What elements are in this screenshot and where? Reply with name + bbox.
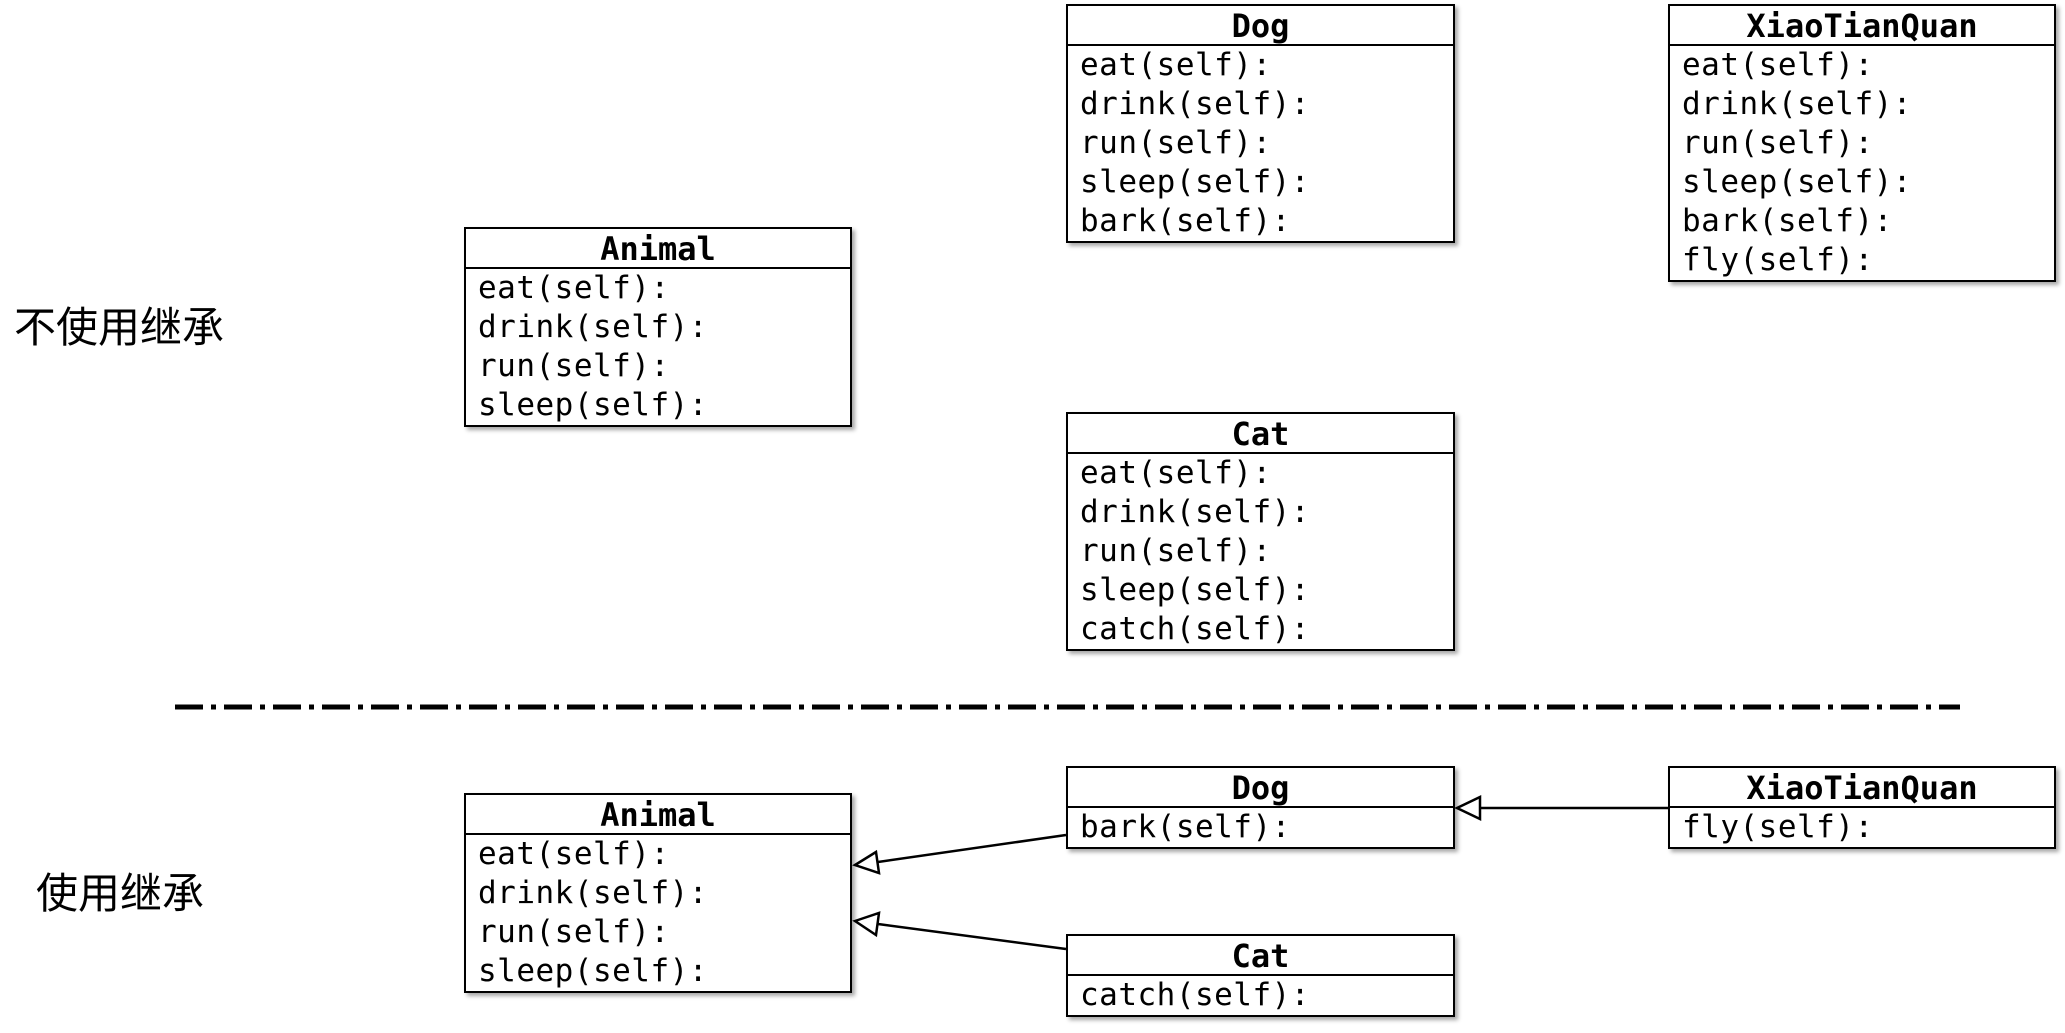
class-name: XiaoTianQuan xyxy=(1670,768,2054,808)
class-cat-top: Cat eat(self): drink(self): run(self): s… xyxy=(1066,412,1455,651)
method: run(self): xyxy=(1080,533,1272,569)
method: catch(self): xyxy=(1080,611,1310,647)
method: catch(self): xyxy=(1080,977,1310,1013)
method: eat(self): xyxy=(1080,47,1272,83)
method: drink(self): xyxy=(478,875,708,911)
method: run(self): xyxy=(1682,125,1874,161)
method-list: eat(self): drink(self): run(self): sleep… xyxy=(1068,46,1453,241)
method-list: eat(self): drink(self): run(self): sleep… xyxy=(466,269,850,425)
class-dog-bottom: Dog bark(self): xyxy=(1066,766,1455,849)
method: drink(self): xyxy=(1682,86,1912,122)
class-name: Cat xyxy=(1068,936,1453,976)
method: eat(self): xyxy=(1682,47,1874,83)
inheritance-arrowhead-dog-animal xyxy=(852,849,881,875)
class-animal-bottom: Animal eat(self): drink(self): run(self)… xyxy=(464,793,852,993)
class-name: Dog xyxy=(1068,6,1453,46)
class-name: Animal xyxy=(466,795,850,835)
inheritance-arrowhead-cat-animal xyxy=(852,911,881,938)
method: eat(self): xyxy=(478,836,670,872)
class-name: Cat xyxy=(1068,414,1453,454)
method: bark(self): xyxy=(1080,203,1291,239)
method-list: bark(self): xyxy=(1068,808,1453,847)
method: drink(self): xyxy=(478,309,708,345)
method: run(self): xyxy=(478,348,670,384)
class-xiaotianquan-bottom: XiaoTianQuan fly(self): xyxy=(1668,766,2056,849)
method: run(self): xyxy=(1080,125,1272,161)
method: bark(self): xyxy=(1682,203,1893,239)
method: sleep(self): xyxy=(478,953,708,989)
inheritance-arrowhead-xiaotianquan-dog xyxy=(1454,795,1482,821)
method: bark(self): xyxy=(1080,809,1291,845)
method: sleep(self): xyxy=(1080,572,1310,608)
class-cat-bottom: Cat catch(self): xyxy=(1066,934,1455,1017)
method: drink(self): xyxy=(1080,86,1310,122)
method: fly(self): xyxy=(1682,242,1874,278)
method: eat(self): xyxy=(478,270,670,306)
class-name: XiaoTianQuan xyxy=(1670,6,2054,46)
method-list: fly(self): xyxy=(1670,808,2054,847)
method: fly(self): xyxy=(1682,809,1874,845)
class-xiaotianquan-top: XiaoTianQuan eat(self): drink(self): run… xyxy=(1668,4,2056,282)
method: drink(self): xyxy=(1080,494,1310,530)
class-animal-top: Animal eat(self): drink(self): run(self)… xyxy=(464,227,852,427)
label-without-inheritance: 不使用继承 xyxy=(14,303,225,352)
inheritance-line-cat-animal xyxy=(877,922,1067,951)
inheritance-line-dog-animal xyxy=(877,833,1067,864)
method-list: catch(self): xyxy=(1068,976,1453,1015)
class-name: Dog xyxy=(1068,768,1453,808)
class-name: Animal xyxy=(466,229,850,269)
method: sleep(self): xyxy=(1080,164,1310,200)
method-list: eat(self): drink(self): run(self): sleep… xyxy=(466,835,850,991)
method: sleep(self): xyxy=(1682,164,1912,200)
method-list: eat(self): drink(self): run(self): sleep… xyxy=(1670,46,2054,280)
label-with-inheritance: 使用继承 xyxy=(36,869,205,918)
method: eat(self): xyxy=(1080,455,1272,491)
class-dog-top: Dog eat(self): drink(self): run(self): s… xyxy=(1066,4,1455,243)
method: sleep(self): xyxy=(478,387,708,423)
method: run(self): xyxy=(478,914,670,950)
method-list: eat(self): drink(self): run(self): sleep… xyxy=(1068,454,1453,649)
